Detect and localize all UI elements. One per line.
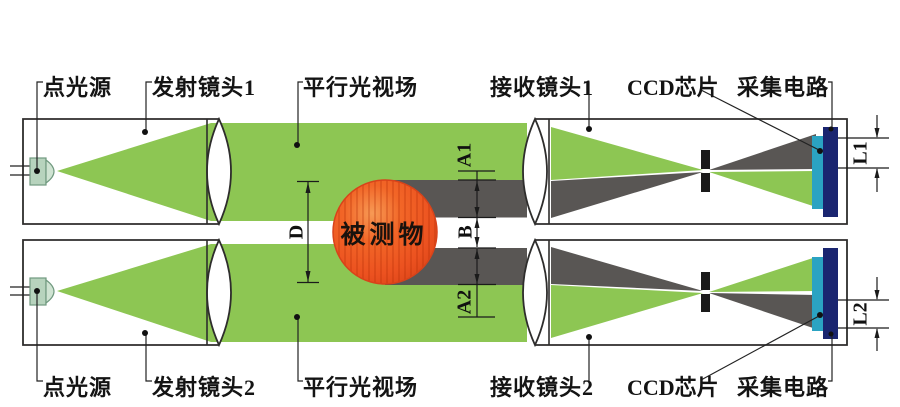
led-source-top: [10, 157, 55, 186]
measured-object-sphere: [332, 179, 438, 285]
label-measured-object: 被测物: [340, 222, 428, 249]
label-emit-lens2: 发射镜头2: [152, 375, 257, 400]
dimension-a2: [458, 249, 496, 318]
aperture-slit-top: [701, 150, 710, 192]
label-point-source-top: 点光源: [43, 75, 113, 100]
label-circuit-bottom: 采集电路: [737, 375, 830, 400]
dimension-b: [458, 216, 496, 249]
dim-label-a2: A2: [453, 289, 476, 315]
dim-label-b: B: [454, 225, 477, 239]
ccd-chip-bottom: [812, 248, 838, 339]
label-recv-lens1: 接收镜头1: [490, 75, 595, 100]
label-recv-lens2: 接收镜头2: [490, 375, 595, 400]
leader-lines-top: [34, 81, 834, 174]
dim-label-l2: L2: [849, 302, 872, 326]
receiver-beams-top: [551, 127, 816, 218]
label-ccd-bottom: CCD芯片: [627, 375, 719, 400]
label-parallel-field-top: 平行光视场: [303, 75, 419, 100]
dimension-a1: [458, 170, 496, 217]
dimension-l1: [838, 115, 889, 192]
transmitter-housing-bottom: [22, 239, 219, 346]
dim-label-a1: A1: [453, 142, 476, 168]
dimension-l2: [838, 277, 889, 351]
ccd-chip-top: [812, 127, 838, 217]
aperture-slit-bottom: [701, 272, 710, 312]
dim-label-d: D: [285, 224, 308, 240]
leader-lines-bottom: [34, 288, 834, 382]
dimension-d: [297, 180, 319, 284]
label-ccd-top: CCD芯片: [627, 75, 719, 100]
led-source-bottom: [10, 277, 55, 306]
transmitter-housing-top: [22, 118, 219, 225]
label-circuit-top: 采集电路: [737, 75, 830, 100]
label-parallel-field-bottom: 平行光视场: [303, 375, 419, 400]
receiver-housing-top: [535, 118, 848, 225]
receiver-beams-bottom: [551, 247, 816, 338]
dim-label-l1: L1: [849, 141, 872, 165]
label-point-source-bottom: 点光源: [43, 375, 113, 400]
label-emit-lens1: 发射镜头1: [152, 75, 257, 100]
receiver-housing-bottom: [535, 239, 848, 346]
